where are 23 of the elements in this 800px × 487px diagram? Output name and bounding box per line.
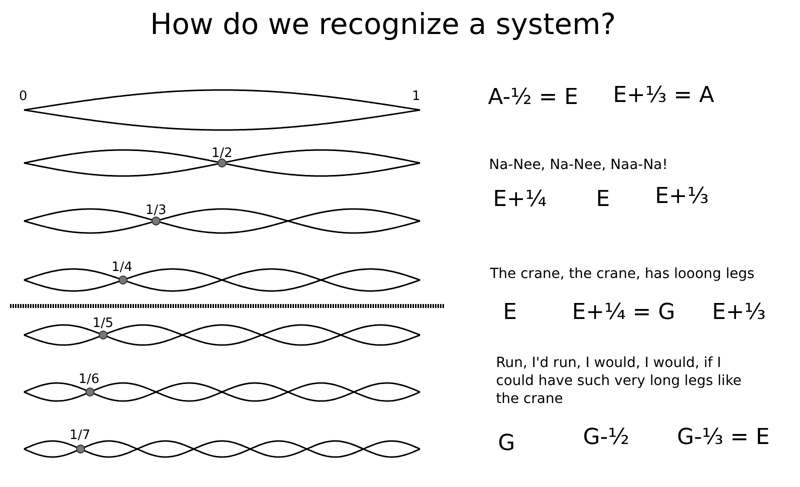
chord-formula: E bbox=[503, 300, 517, 326]
lyric-text: Run, I'd run, I would, I would, if I could have such very long legs like the crane bbox=[496, 354, 743, 408]
chord-formula: G bbox=[498, 431, 516, 456]
fraction-label: 1/4 bbox=[112, 261, 132, 276]
fraction-label: 1/5 bbox=[92, 317, 114, 332]
chord-formula: E+⅓ bbox=[655, 184, 709, 210]
fraction-label: 1/3 bbox=[146, 204, 166, 219]
chord-formula: E bbox=[596, 187, 610, 212]
scale-label: 0 bbox=[19, 90, 28, 105]
lyric-text: Na-Nee, Na-Nee, Naa-Na! bbox=[489, 157, 668, 174]
chord-formula: E+⅓ bbox=[712, 300, 766, 326]
fraction-label: 1/7 bbox=[70, 429, 90, 444]
lyric-text: The crane, the crane, has looong legs bbox=[490, 266, 754, 282]
chord-formula: G-½ bbox=[583, 425, 630, 450]
chord-formula: G-⅓ = E bbox=[677, 425, 770, 450]
scale-label: 1 bbox=[412, 90, 420, 105]
title: How do we recognize a system? bbox=[149, 8, 617, 42]
chord-formula: E+¼ bbox=[493, 187, 547, 212]
fraction-label: 1/2 bbox=[212, 147, 232, 162]
chord-formula: A-½ = E bbox=[488, 85, 578, 110]
chord-formula: E+⅓ = A bbox=[613, 83, 714, 108]
fraction-label: 1/6 bbox=[78, 373, 100, 388]
chord-formula: E+¼ = G bbox=[572, 300, 676, 326]
